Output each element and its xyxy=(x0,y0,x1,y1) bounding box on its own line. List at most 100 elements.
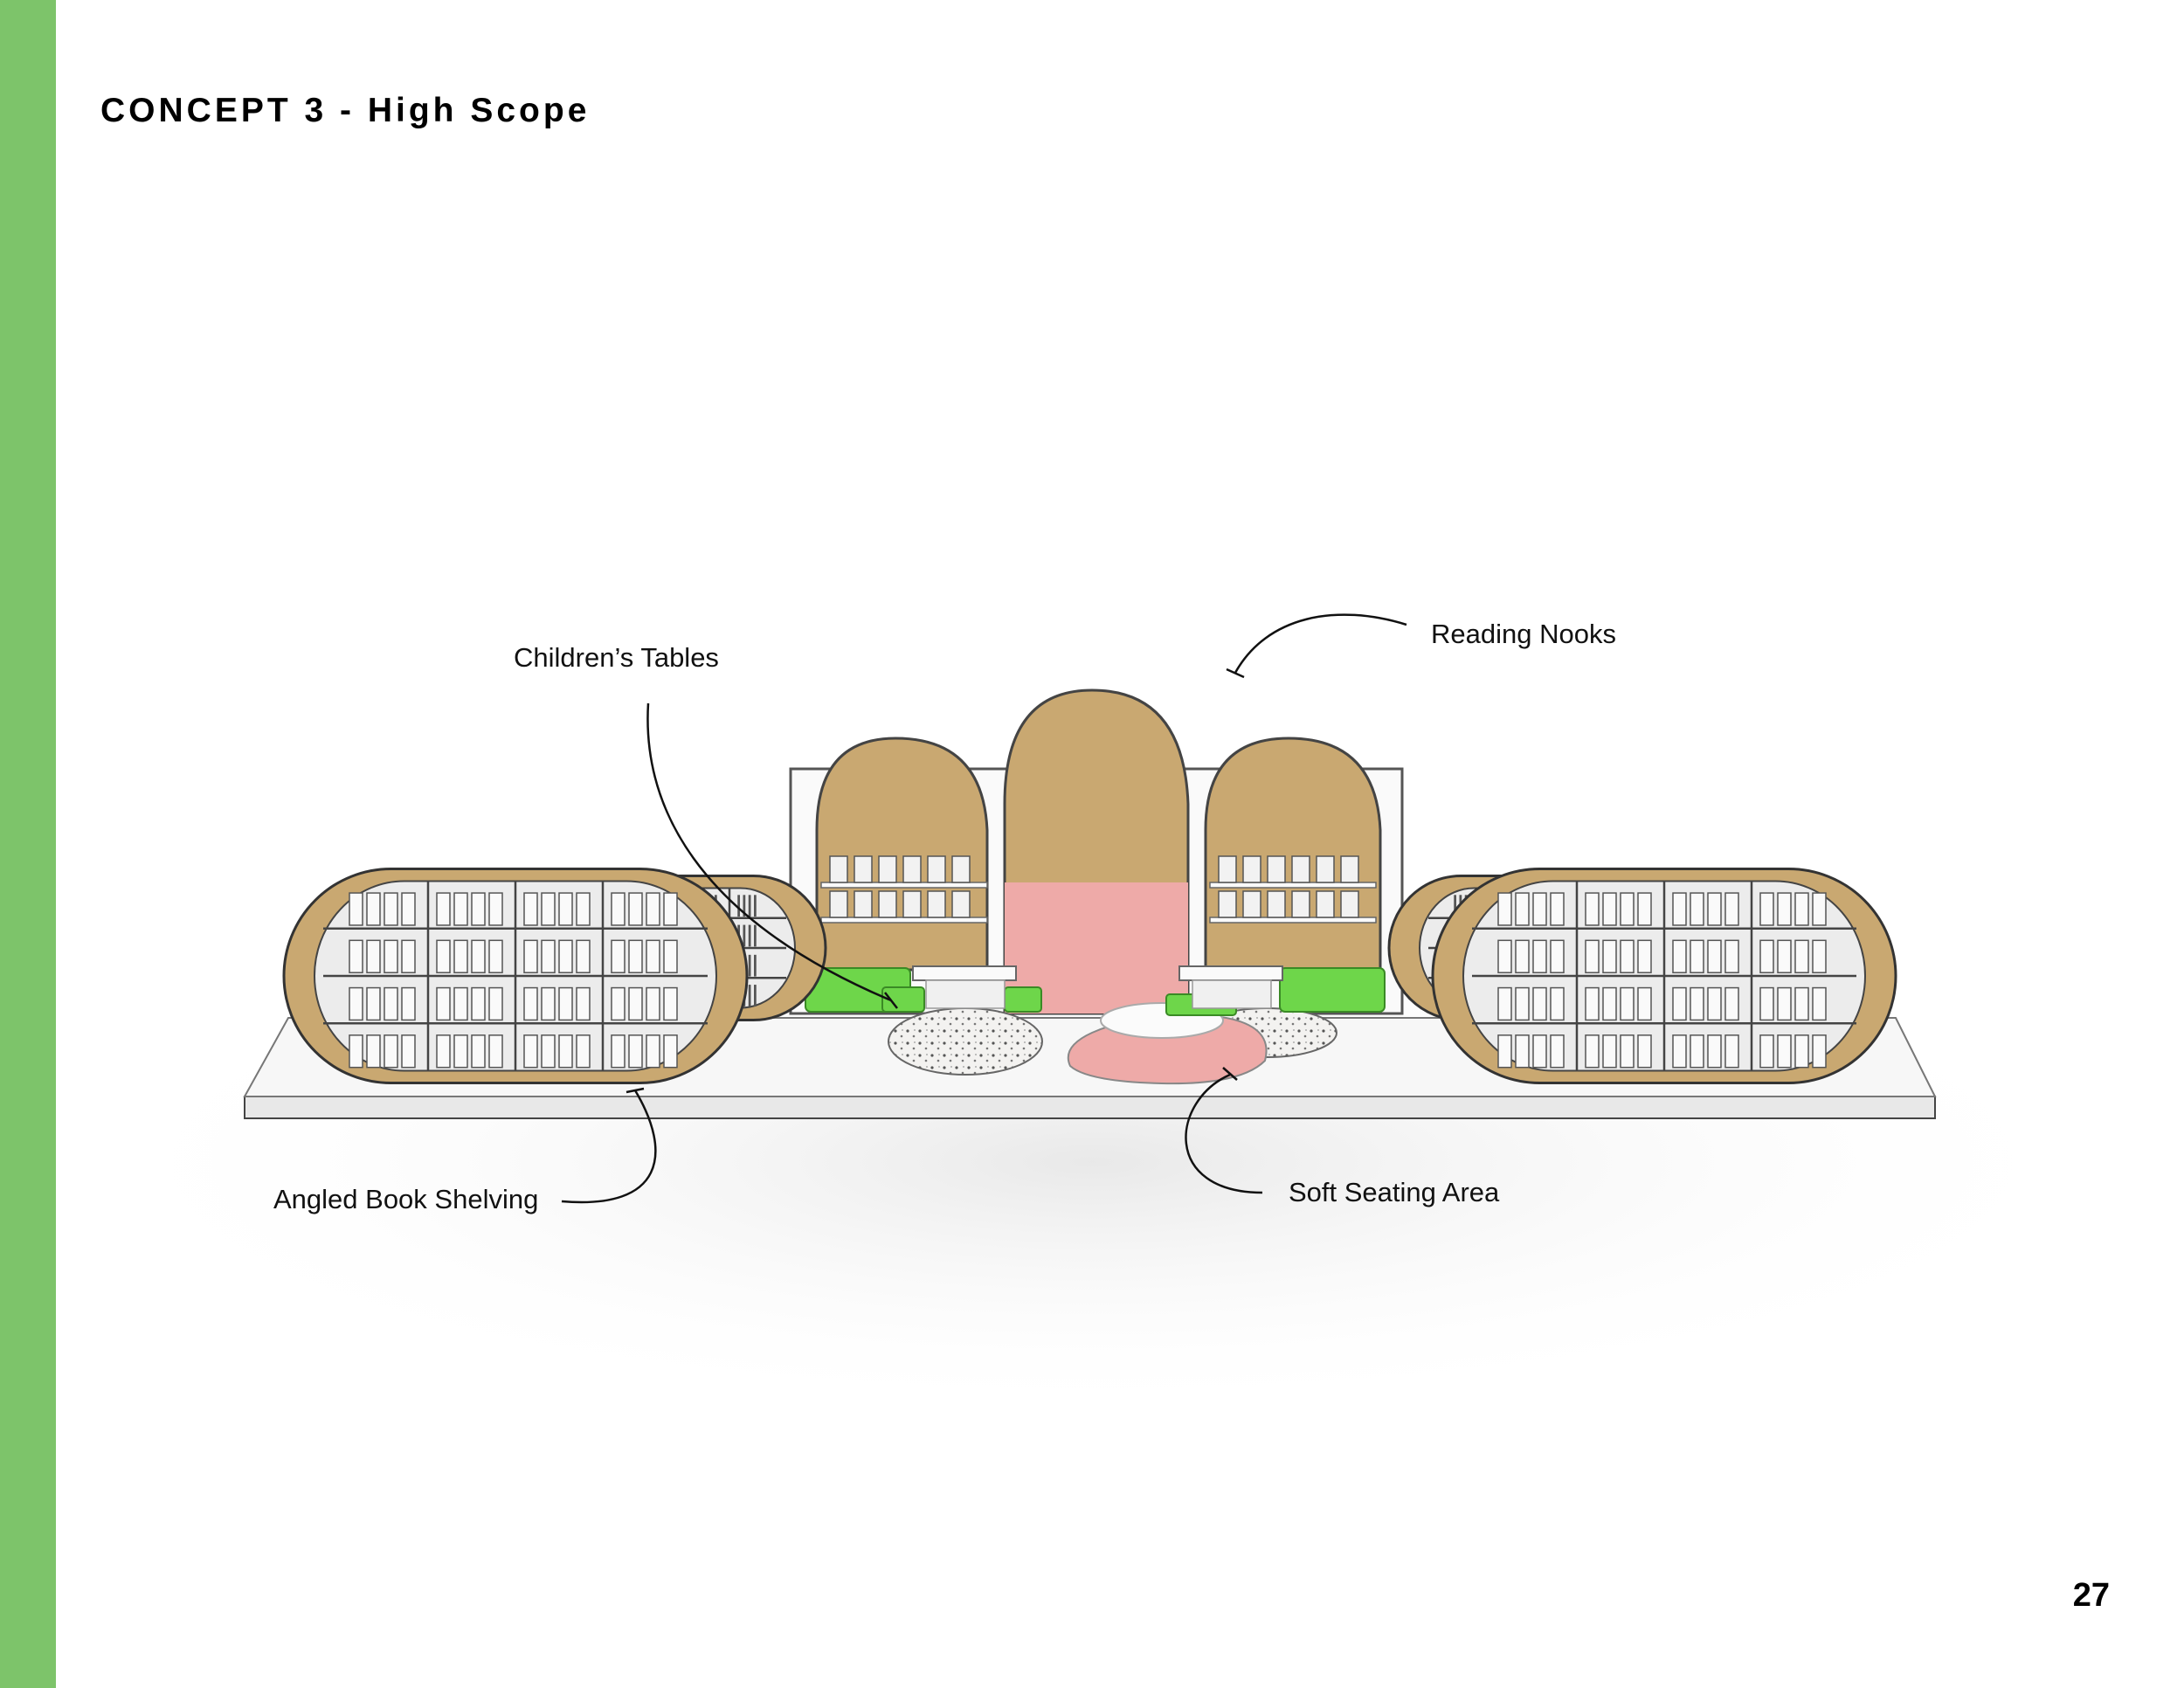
shelf-book xyxy=(576,939,591,973)
shelf-book xyxy=(1550,986,1565,1021)
shelf-book xyxy=(401,892,416,926)
nook-shelf xyxy=(1209,882,1377,889)
shelf-book xyxy=(1707,1034,1722,1069)
nook-book xyxy=(878,855,897,883)
nook-book xyxy=(1267,890,1286,918)
shelf-book xyxy=(754,985,757,1007)
shelf-book xyxy=(1637,1034,1652,1069)
shelf-book xyxy=(1812,939,1827,973)
shelf-book xyxy=(1724,1034,1739,1069)
shelf-book xyxy=(754,895,757,917)
shelf-book xyxy=(1585,892,1600,926)
shelf-book xyxy=(349,892,363,926)
shelf-book xyxy=(1812,986,1827,1021)
shelf-book xyxy=(1550,892,1565,926)
shelf-book xyxy=(1532,892,1547,926)
shelf-book xyxy=(1637,892,1652,926)
leader-angled-book-shelving-tick xyxy=(625,1087,645,1094)
nook-book xyxy=(1267,855,1286,883)
shelf-book xyxy=(1620,892,1635,926)
shelf-book xyxy=(646,986,660,1021)
shelf-book xyxy=(384,986,398,1021)
shelf-book xyxy=(453,892,468,926)
shelf-book xyxy=(558,892,573,926)
nook-book xyxy=(1316,890,1335,918)
childrens-tables-group xyxy=(805,965,1386,1016)
shelf-book xyxy=(1812,1034,1827,1069)
leader-reading-nooks xyxy=(1234,613,1407,674)
nook-book xyxy=(951,890,971,918)
shelf-book xyxy=(1794,892,1809,926)
nook-book xyxy=(1242,855,1261,883)
shelf-book xyxy=(754,954,757,977)
nook-right xyxy=(1204,737,1382,972)
shelf-book xyxy=(1620,986,1635,1021)
shelf-book xyxy=(523,939,538,973)
shelf-book xyxy=(663,986,678,1021)
page-title: CONCEPT 3 - High Scope xyxy=(100,92,591,129)
shelf-book xyxy=(1515,939,1530,973)
table-right-leg xyxy=(1192,979,1272,1009)
nook-left xyxy=(815,737,989,972)
shelf-book xyxy=(1690,892,1704,926)
shelf-book xyxy=(1777,1034,1792,1069)
shelf-book xyxy=(1497,1034,1512,1069)
shelf-book xyxy=(1497,892,1512,926)
shelf-book xyxy=(611,986,625,1021)
leader-soft-seating-area-tick xyxy=(1222,1067,1238,1081)
shelf-book xyxy=(436,892,451,926)
shelf-book xyxy=(558,986,573,1021)
page-number: 27 xyxy=(2072,1577,2110,1614)
green-seat-1 xyxy=(881,986,925,1013)
shelf-book xyxy=(1637,986,1652,1021)
shelf-book xyxy=(1550,1034,1565,1069)
shelf-book xyxy=(1620,1034,1635,1069)
shelf-book xyxy=(1532,986,1547,1021)
shelf-book xyxy=(471,892,486,926)
shelf-book xyxy=(1672,1034,1687,1069)
shelf-book xyxy=(366,892,381,926)
shelf-book xyxy=(349,986,363,1021)
leader-childrens-tables xyxy=(646,702,892,1002)
green-bench-right xyxy=(1279,967,1386,1013)
nook-book xyxy=(878,890,897,918)
shelf-book xyxy=(737,895,740,917)
shelf-book xyxy=(1602,1034,1617,1069)
nook-book xyxy=(1218,855,1237,883)
shelf-book xyxy=(436,939,451,973)
nook-book xyxy=(951,855,971,883)
shelf-book xyxy=(628,939,643,973)
shelf-book xyxy=(384,939,398,973)
shelf-book xyxy=(541,939,556,973)
shelf-book xyxy=(436,1034,451,1069)
nook-shelf xyxy=(1209,917,1377,924)
shelf-book xyxy=(471,1034,486,1069)
nook-shelf xyxy=(820,882,988,889)
shelf-book xyxy=(1794,939,1809,973)
shelf-book xyxy=(1637,939,1652,973)
shelf-book xyxy=(754,924,757,947)
nook-book xyxy=(1340,890,1359,918)
reading-nooks-wall xyxy=(789,688,1404,1015)
shelf-book xyxy=(743,895,746,917)
shelf-book xyxy=(488,892,503,926)
accent-side-bar xyxy=(0,0,56,1688)
nook-shelf xyxy=(820,917,988,924)
shelf-book xyxy=(541,892,556,926)
shelf-book xyxy=(1759,1034,1774,1069)
shelf-book xyxy=(401,939,416,973)
angled-book-shelving-units xyxy=(282,868,1897,1084)
shelf-book xyxy=(1532,939,1547,973)
shelf-book xyxy=(1672,939,1687,973)
shelf-book xyxy=(1585,939,1600,973)
nook-book xyxy=(927,890,946,918)
shelf-book xyxy=(1497,986,1512,1021)
shelf-book xyxy=(646,1034,660,1069)
shelf-book xyxy=(663,1034,678,1069)
leader-reading-nooks-tick xyxy=(1226,668,1245,679)
green-seat-2 xyxy=(1004,986,1042,1013)
shelf-book xyxy=(1794,1034,1809,1069)
shelf-book xyxy=(488,986,503,1021)
shelf-book xyxy=(523,892,538,926)
shelf-book xyxy=(436,986,451,1021)
